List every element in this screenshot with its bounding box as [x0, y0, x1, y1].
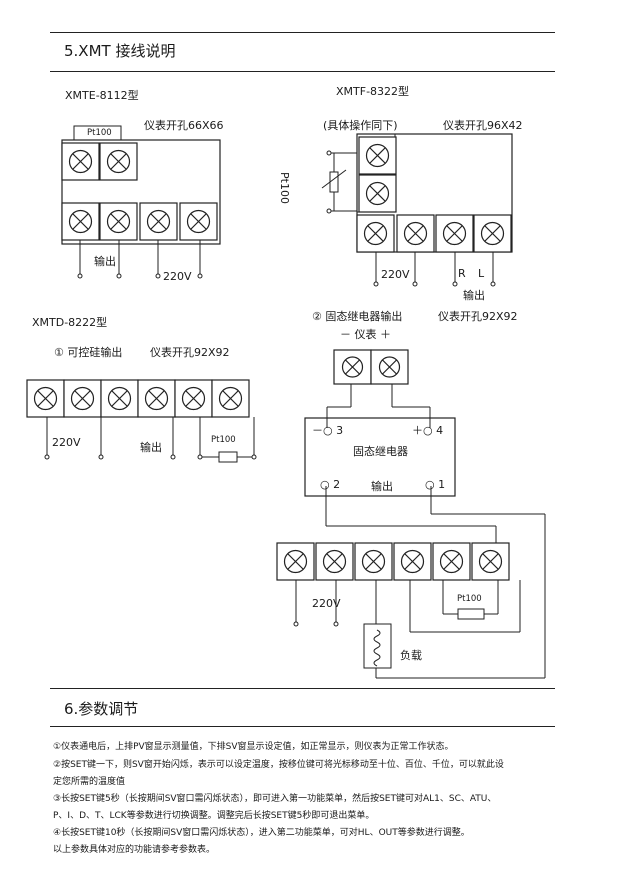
section6-title: 6.参数调节: [64, 700, 139, 718]
xmtf-l: L: [478, 267, 485, 280]
xmtd-power: 220V: [52, 436, 81, 449]
ssr-terminal-plus4: ＋○ 4: [412, 424, 444, 437]
xmte-diagram: [61, 125, 221, 279]
xmtd-option1: ① 可控硅输出: [54, 346, 123, 359]
ssr-option2: ② 固态继电器输出: [312, 310, 403, 323]
xmte-pt100: Pt100: [87, 128, 112, 138]
xmtf-output: 输出: [463, 289, 485, 302]
section5-top-rule: [50, 32, 555, 33]
ssr-terminal-2: ○ 2: [320, 478, 341, 491]
xmtd-diagram: [26, 379, 257, 463]
note-2: ②按SET键一下，则SV窗开始闪烁，表示可以设定温度，按移位键可将光标移动至十位…: [53, 760, 504, 770]
xmte-output: 输出: [94, 255, 116, 268]
ssr-diagram: [276, 349, 546, 679]
xmtd-output: 输出: [140, 441, 162, 454]
section6-bottom-rule: [50, 726, 555, 727]
xmte-power: 220V: [163, 270, 192, 283]
ssr-cutout: 仪表开孔92X92: [438, 310, 518, 323]
ssr-output: 输出: [371, 480, 393, 493]
note-2-cont: 定您所需的温度值: [53, 777, 126, 787]
note-3-cont: P、I、D、T、LCK等参数进行切换调整。调整完后长按SET键5秒即可退出菜单。: [53, 811, 375, 821]
note-1: ①仪表通电后，上排PV窗显示测量值，下排SV窗显示设定值，如正常显示，则仪表为正…: [53, 742, 454, 752]
ssr-pt100: Pt100: [457, 594, 482, 604]
xmtd-title: XMTD-8222型: [32, 316, 108, 329]
xmtd-cutout: 仪表开孔92X92: [150, 346, 230, 359]
xmte-cutout: 仪表开孔66X66: [144, 119, 224, 132]
ssr-terminal-minus3: －○ 3: [312, 424, 344, 437]
xmtf-diagram: [321, 133, 513, 287]
ssr-load: 负载: [400, 649, 422, 662]
xmtf-power: 220V: [381, 268, 410, 281]
note-4: ④长按SET键10秒（长按期间SV窗口需闪烁状态），进入第二功能菜单，可对HL、…: [53, 828, 470, 838]
xmtf-cutout: 仪表开孔96X42: [443, 119, 523, 132]
xmtd-pt100: Pt100: [211, 435, 236, 445]
section6-top-rule: [50, 688, 555, 689]
xmtf-pt100: Pt100: [278, 172, 291, 204]
note-5: 以上参数具体对应的功能请参考参数表。: [53, 845, 216, 855]
xmtf-same-op: (具体操作同下): [323, 119, 398, 132]
xmte-title: XMTE-8112型: [65, 89, 139, 102]
section5-title: 5.XMT 接线说明: [64, 42, 176, 60]
xmtf-r: R: [458, 267, 466, 280]
ssr-power: 220V: [312, 597, 341, 610]
ssr-meter-label: － 仪表 ＋: [340, 328, 391, 341]
ssr-terminal-1: ○ 1: [425, 478, 446, 491]
section5-bottom-rule: [50, 71, 555, 72]
xmtf-title: XMTF-8322型: [336, 85, 410, 98]
note-3: ③长按SET键5秒（长按期间SV窗口需闪烁状态），即可进入第一功能菜单，然后按S…: [53, 794, 497, 804]
ssr-relay-label: 固态继电器: [353, 445, 408, 458]
